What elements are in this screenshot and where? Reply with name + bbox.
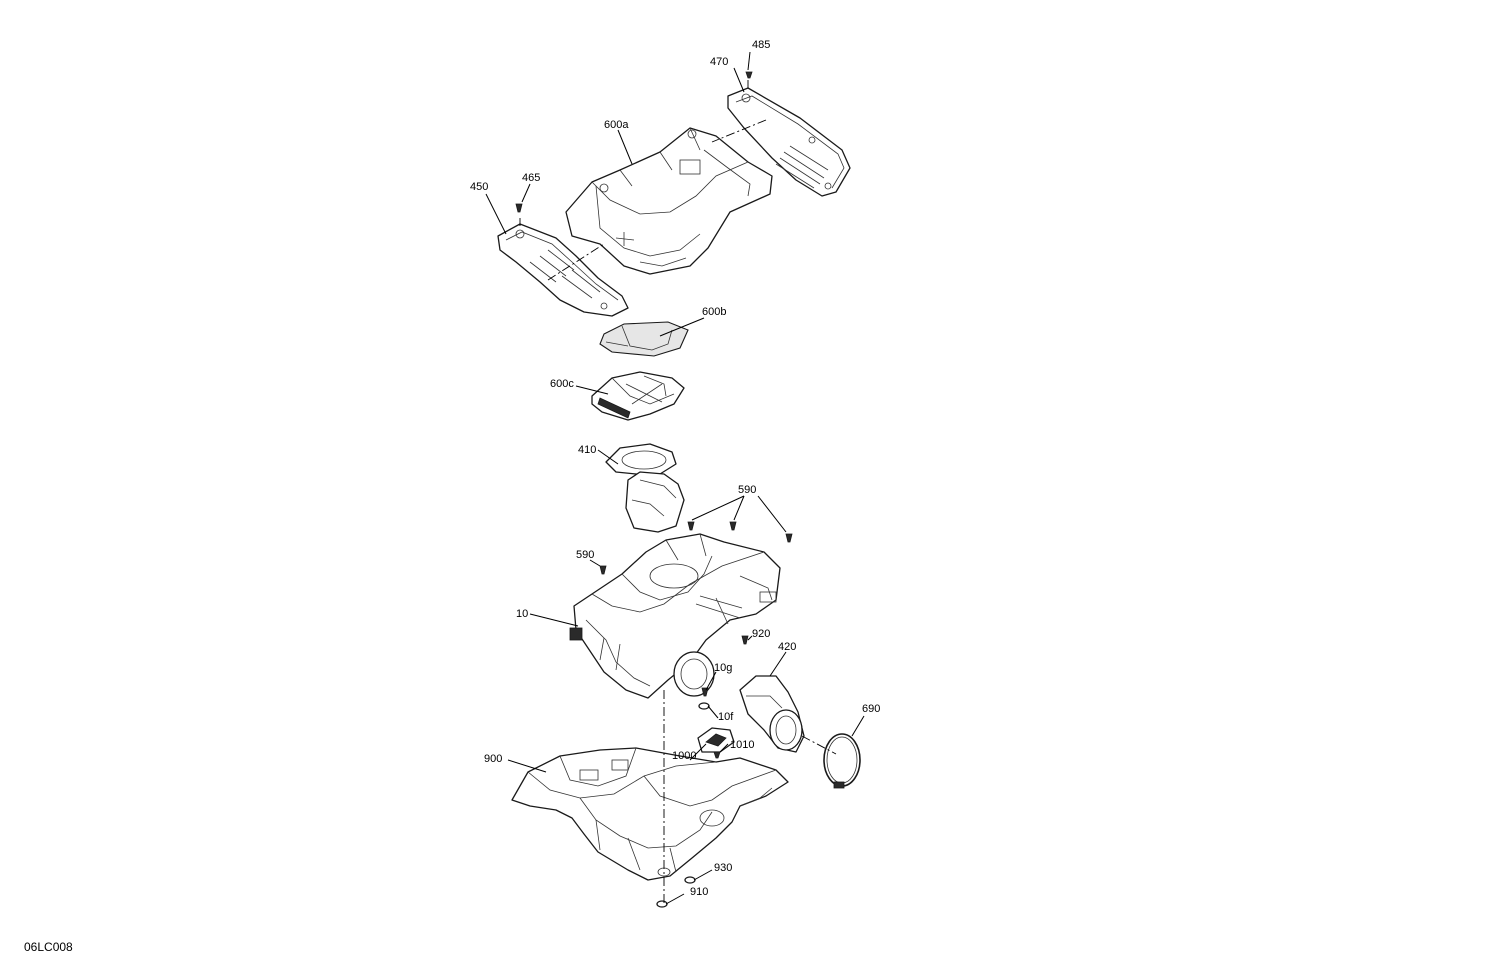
fastener-920 [741, 635, 749, 645]
callout-900: 900 [484, 753, 502, 765]
fastener-10g [701, 687, 709, 697]
fastener-465 [515, 203, 523, 213]
callout-10f: 10f [718, 711, 734, 723]
part-600c-filter-frame [591, 371, 685, 421]
part-900-skid-plate [511, 747, 789, 881]
callout-590-top: 590 [738, 484, 756, 496]
callout-1000: 1000 [672, 750, 696, 762]
washer-910 [656, 900, 668, 908]
part-600b-filter [599, 321, 689, 357]
part-1000-cover-plate [697, 727, 735, 753]
part-10-lower-airbox [569, 533, 781, 699]
callout-465: 465 [522, 172, 540, 184]
fastener-590-b [729, 521, 737, 531]
callout-410: 410 [578, 444, 596, 456]
callout-420: 420 [778, 641, 796, 653]
washer-10f [698, 702, 710, 710]
callout-600a: 600a [604, 119, 629, 131]
callout-600b: 600b [702, 306, 726, 318]
washer-930 [684, 876, 696, 884]
fastener-590-c [785, 533, 793, 543]
callout-10g: 10g [714, 662, 732, 674]
leader-lines [485, 51, 865, 905]
diagram-code: 06LC008 [24, 940, 73, 954]
assembly-lines [519, 80, 837, 904]
part-690-clamp [823, 733, 861, 789]
callout-690: 690 [862, 703, 880, 715]
part-470-right-panel [727, 87, 851, 197]
callout-450: 450 [470, 181, 488, 193]
callout-590-left: 590 [576, 549, 594, 561]
part-600a-upper-airbox [565, 127, 773, 275]
callout-910: 910 [690, 886, 708, 898]
callout-600c: 600c [550, 378, 574, 390]
callout-930: 930 [714, 862, 732, 874]
callout-485: 485 [752, 39, 770, 51]
fastener-590-d [599, 565, 607, 575]
part-420-outlet-duct [739, 675, 805, 753]
callout-labels: 485 470 600a 465 450 600b 600c 410 590 5… [470, 39, 880, 898]
callout-470: 470 [710, 56, 728, 68]
callout-1010: 1010 [730, 739, 754, 751]
fastener-1010 [713, 751, 721, 759]
fastener-590-a [687, 521, 695, 531]
fastener-485 [745, 71, 753, 79]
callout-10: 10 [516, 608, 528, 620]
callout-920: 920 [752, 628, 770, 640]
part-410-intake-duct [605, 443, 685, 533]
